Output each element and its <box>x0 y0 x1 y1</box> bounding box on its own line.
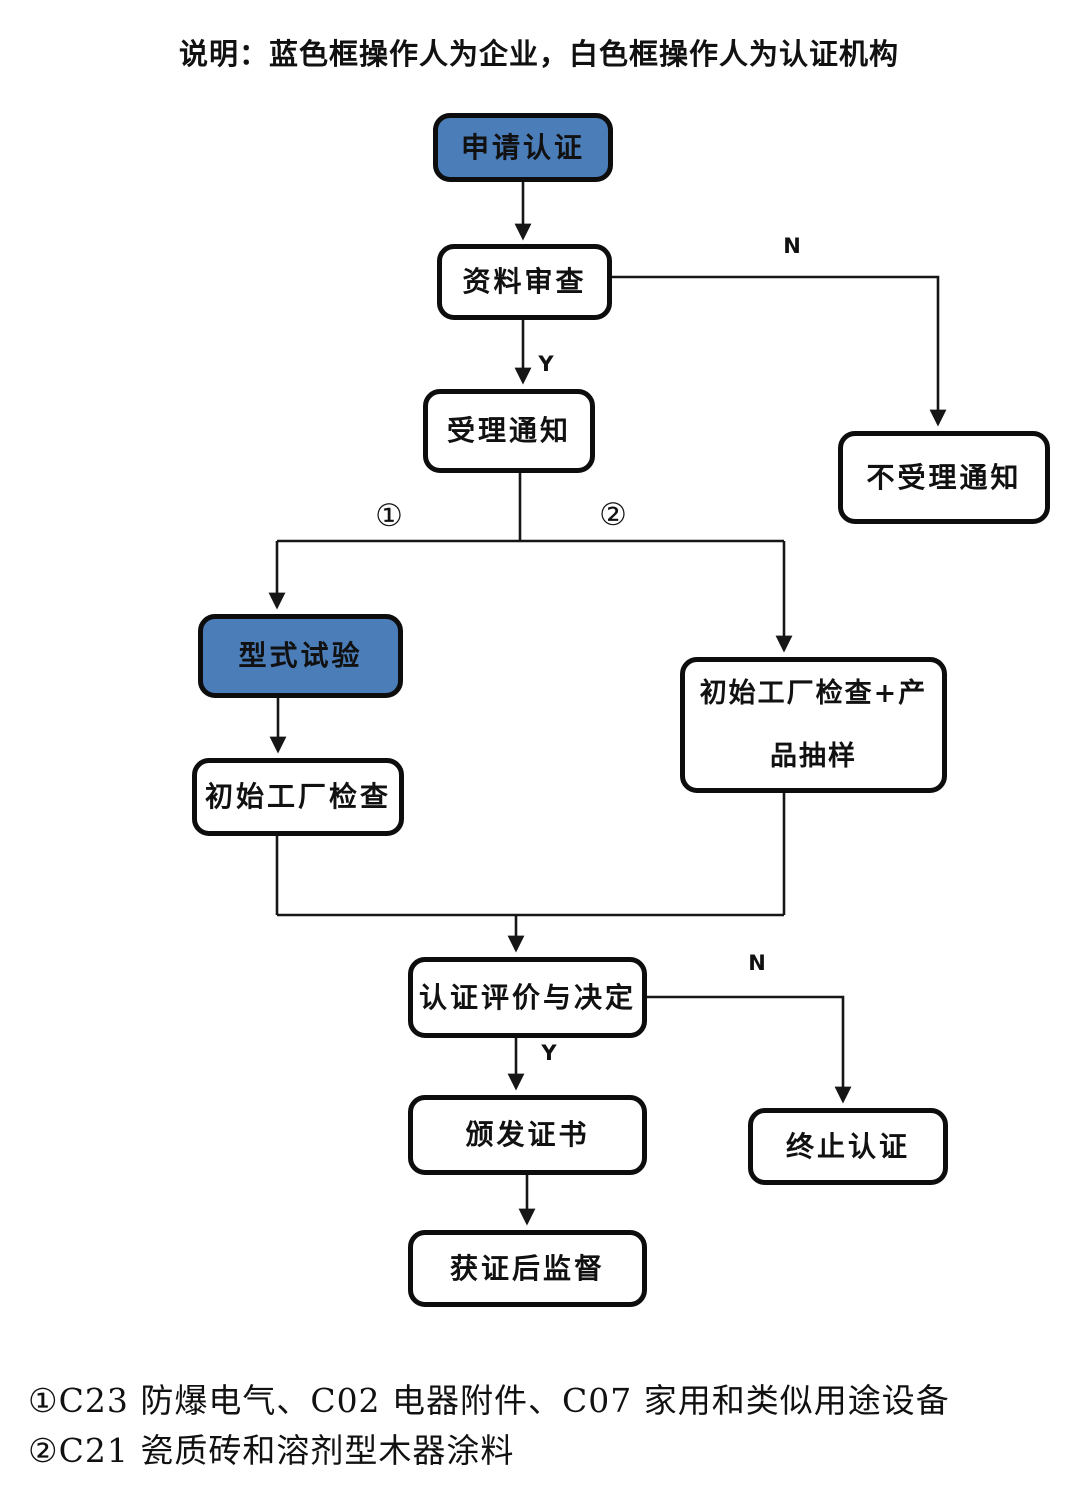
node-post-certification-supervision: 获证后监督 <box>408 1230 647 1307</box>
node-document-review: 资料审查 <box>437 244 612 320</box>
edge-label-branch-2: ② <box>599 497 627 533</box>
node-issue-certificate: 颁发证书 <box>408 1095 647 1175</box>
node-terminate-certification: 终止认证 <box>748 1108 948 1185</box>
node-rejection-notice: 不受理通知 <box>838 431 1050 524</box>
footnote-scheme-1: ①C23 防爆电气、C02 电器附件、C07 家用和类似用途设备 <box>28 1381 950 1420</box>
footnote-scheme-2: ②C21 瓷质砖和溶剂型木器涂料 <box>28 1431 515 1470</box>
diagram-legend-title: 说明：蓝色框操作人为企业，白色框操作人为认证机构 <box>178 37 899 71</box>
edge-label-review-yes: Y <box>538 352 554 376</box>
edge-label-decision-yes: Y <box>541 1041 557 1065</box>
node-type-test: 型式试验 <box>198 614 403 698</box>
edge-label-review-no: N <box>783 234 801 258</box>
edge-label-branch-1: ① <box>375 498 403 534</box>
node-initial-factory-inspection: 初始工厂检查 <box>192 758 404 836</box>
edge-label-decision-no: N <box>748 951 766 975</box>
node-evaluation-decision: 认证评价与决定 <box>408 957 647 1038</box>
node-acceptance-notice: 受理通知 <box>423 389 595 473</box>
node-apply-certification: 申请认证 <box>433 113 613 182</box>
node-initial-inspection-plus-sampling: 初始工厂检查+产品抽样 <box>680 657 947 793</box>
